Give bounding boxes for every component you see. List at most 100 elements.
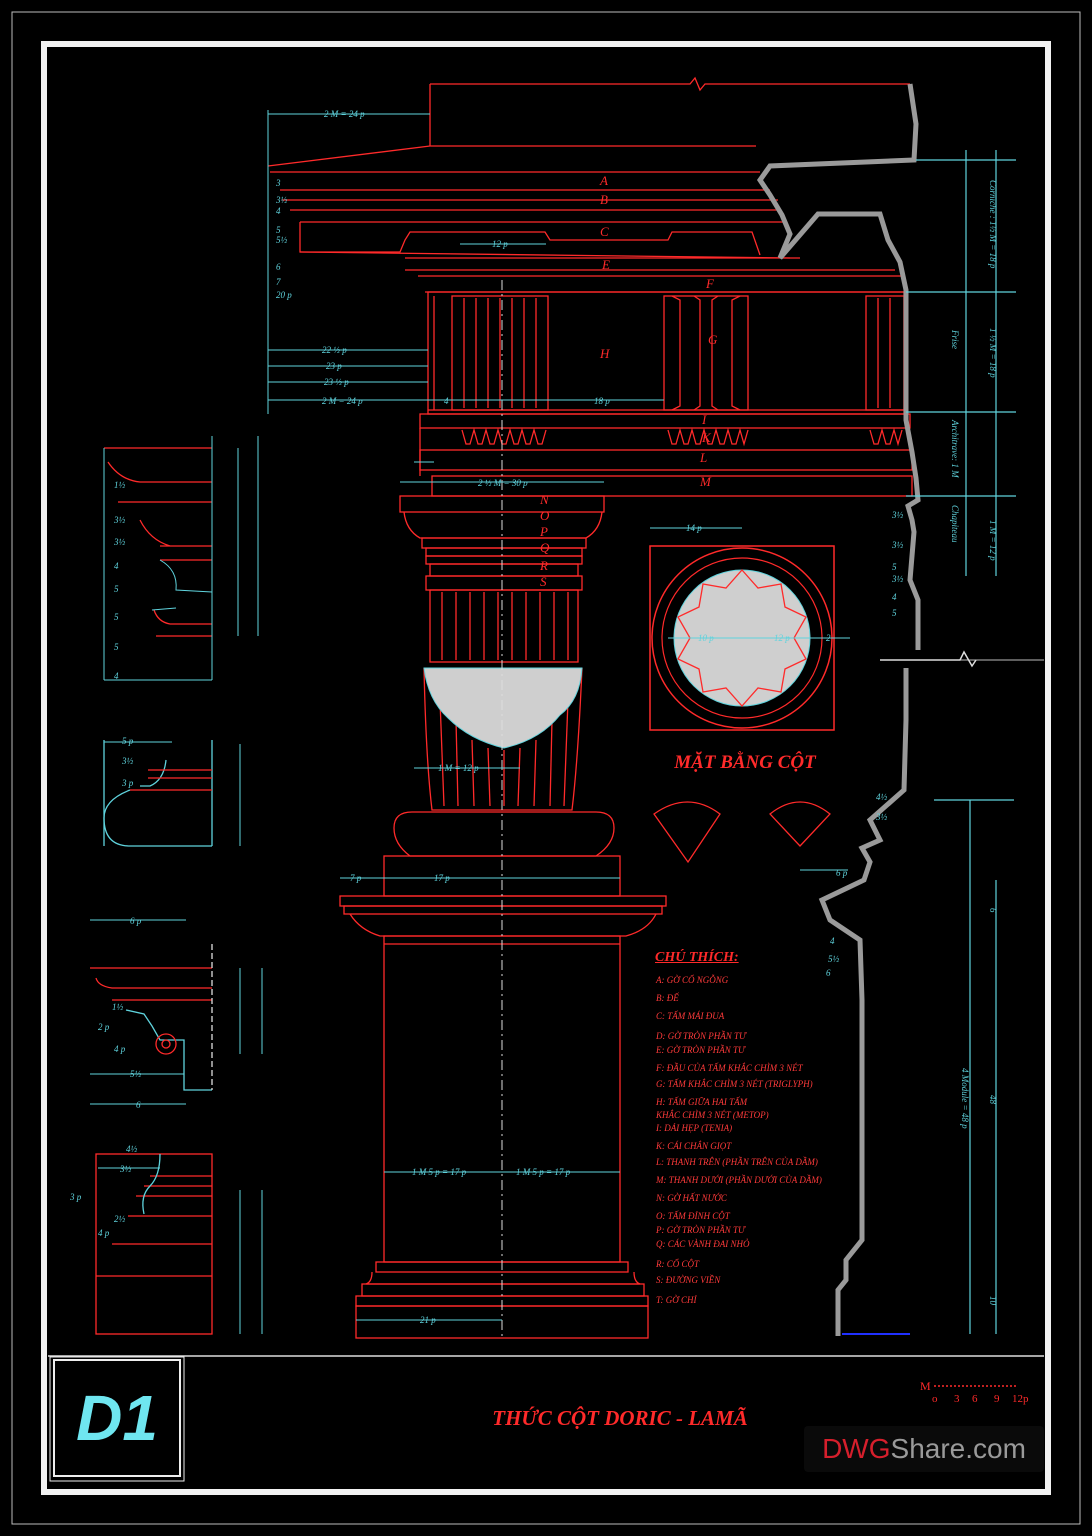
dim-r1: 3½	[891, 510, 904, 520]
dim-10: 10	[988, 1296, 998, 1306]
dim-ped7: 7 p	[350, 873, 362, 883]
dim-plan14: 14 p	[686, 523, 702, 533]
outer-frame	[11, 11, 1081, 1525]
sheet-title: THỨC CỘT DORIC - LAMÃ	[492, 1406, 748, 1430]
sheet-code: D1	[76, 1382, 158, 1454]
dim-d4: 4	[444, 396, 449, 406]
dim-left-a: 7	[276, 277, 281, 287]
sheet-code-box	[53, 1359, 181, 1477]
legend-item: Q: CÁC VÀNH ĐAI NHỎ	[656, 1239, 750, 1249]
part-letter-g: G	[708, 332, 718, 347]
part-letter-b: B	[600, 192, 608, 207]
dim-m3: 2 p	[98, 1022, 110, 1032]
legend-item: E: GỜ TRÒN PHẦN TƯ	[656, 1045, 745, 1055]
legend-item: L: THANH TRÊN (PHẦN TRÊN CỦA DẦM)	[656, 1157, 818, 1167]
moulding-detail-1-cyan	[103, 436, 213, 681]
dimension-texts: 2 M = 24 p12 p22 ½ p23 p23 ½ p2 M = 24 p…	[69, 109, 998, 1325]
part-letter-o: O	[540, 508, 550, 523]
plan-title: MẶT BẰNG CỘT	[674, 752, 816, 773]
watermark-dwg: DWG	[822, 1433, 891, 1464]
dim-r3: 6 p	[836, 868, 848, 878]
legend-item: D: GỜ TRÒN PHẦN TƯ	[656, 1031, 746, 1041]
scale-tick-3: 9	[994, 1393, 1000, 1405]
part-letter-a: A	[599, 173, 608, 188]
legend-item: KHẮC CHÌM 3 NÉT (METOP)	[656, 1110, 769, 1120]
dim-ped17: 17 p	[434, 873, 450, 883]
column-pedestal	[339, 895, 667, 1339]
moulding-detail-4	[95, 1153, 213, 1335]
legend-item: N: GỜ HẤT NƯỚC	[656, 1193, 727, 1203]
dim-m1: 4	[114, 561, 119, 571]
dim-m1: 5	[114, 612, 119, 622]
dim-m3: 5½	[130, 1069, 142, 1079]
dim-left-a: 4	[276, 206, 281, 216]
dim-r3: 6	[826, 968, 831, 978]
legend-title: CHÚ THÍCH:	[655, 950, 739, 965]
dim-base21: 21 p	[420, 1315, 436, 1325]
right-detail-lines	[906, 150, 1016, 1334]
moulding-detail-1	[104, 447, 212, 637]
legend-item: A: GỜ CỔ NGỖNG	[656, 975, 729, 985]
dim-m4: 4 p	[98, 1228, 110, 1238]
dim-chapiteau: Chapiteau	[950, 505, 960, 543]
scale-m: M	[920, 1379, 931, 1393]
dim-m1: 5	[114, 584, 119, 594]
scale-tick-2: 6	[972, 1393, 978, 1405]
dim-m3: 6	[136, 1100, 141, 1110]
legend-item: G: TẤM KHẮC CHÌM 3 NÉT (TRIGLYPH)	[656, 1079, 813, 1089]
dim-base17b: 1 M 5 p = 17 p	[516, 1167, 571, 1177]
dim-m4: 3½	[119, 1164, 132, 1174]
dim-left-a: 3½	[275, 195, 288, 205]
legend-item: M: THANH DƯỚI (PHẦN DƯỚI CỦA DẦM)	[656, 1175, 822, 1185]
dim-r1: 3½	[891, 574, 904, 584]
dim-plan10: 10 p	[698, 633, 714, 643]
shaft-section-hatch	[423, 667, 583, 749]
dim-r1: 5	[892, 562, 897, 572]
dim-m2: 3 p	[121, 778, 134, 788]
dim-d18: 18 p	[594, 396, 610, 406]
legend-item: H: TẤM GIỮA HAI TẤM	[656, 1097, 748, 1107]
scale-tick-0: o	[932, 1393, 938, 1405]
dim-d12: 12 p	[492, 239, 508, 249]
legend-item: P: GỜ TRÒN PHẦN TƯ	[656, 1225, 745, 1235]
legend-item: O: TẤM ĐỈNH CỘT	[656, 1211, 730, 1221]
dim-architrave: Architrave: 1 M	[950, 419, 960, 478]
flute-details	[653, 801, 831, 864]
dim-m4: 3 p	[69, 1192, 82, 1202]
dim-top_span: 2 M = 24 p	[324, 109, 365, 119]
entablature	[267, 76, 913, 497]
legend-item: S: ĐƯỜNG VIỀN	[656, 1275, 721, 1285]
moulding-detail-3	[90, 944, 213, 1091]
dim-r3: 4	[830, 936, 835, 946]
dim-left-a: 3	[275, 178, 281, 188]
dim-m1: 5	[114, 642, 119, 652]
legend-item: I: DẢI HẸP (TENIA)	[656, 1123, 733, 1133]
dim-shaft1m: 1 M = 12 p	[438, 763, 479, 773]
dim-m4: 2½	[114, 1214, 126, 1224]
part-letter-m: M	[699, 474, 712, 489]
part-letter-r: R	[539, 558, 548, 573]
dim-frieze-total: 1 ½ M = 18 p	[988, 328, 998, 378]
dimension-lines	[90, 110, 850, 1334]
dim-m1: 3½	[113, 515, 126, 525]
dim-cornice: Corniche : 1½ M = 18 p	[988, 180, 998, 269]
dim-cap_span: 2 ½ M = 30 p	[478, 478, 528, 488]
part-letter-q: Q	[540, 540, 550, 555]
dim-r3: 5½	[828, 954, 840, 964]
part-letter-l: L	[699, 450, 707, 465]
watermark-logo: DWGShare.com	[804, 1426, 1044, 1472]
part-letter-c: C	[600, 224, 609, 239]
dim-left-a: 6	[276, 262, 281, 272]
dim-m3: 1½	[112, 1002, 124, 1012]
dim-r1: 4	[892, 592, 897, 602]
dim-m2: 3½	[121, 756, 134, 766]
dim-6: 6	[988, 908, 998, 913]
legend-item: C: TẤM MÁI ĐUA	[656, 1011, 725, 1021]
moulding-detail-2	[103, 740, 213, 847]
part-letter-i: I	[701, 412, 707, 427]
part-letter-h: H	[599, 346, 610, 361]
dim-d23: 23 p	[326, 361, 342, 371]
dim-r1: 5	[892, 608, 897, 618]
dim-48: 48	[988, 1095, 998, 1105]
